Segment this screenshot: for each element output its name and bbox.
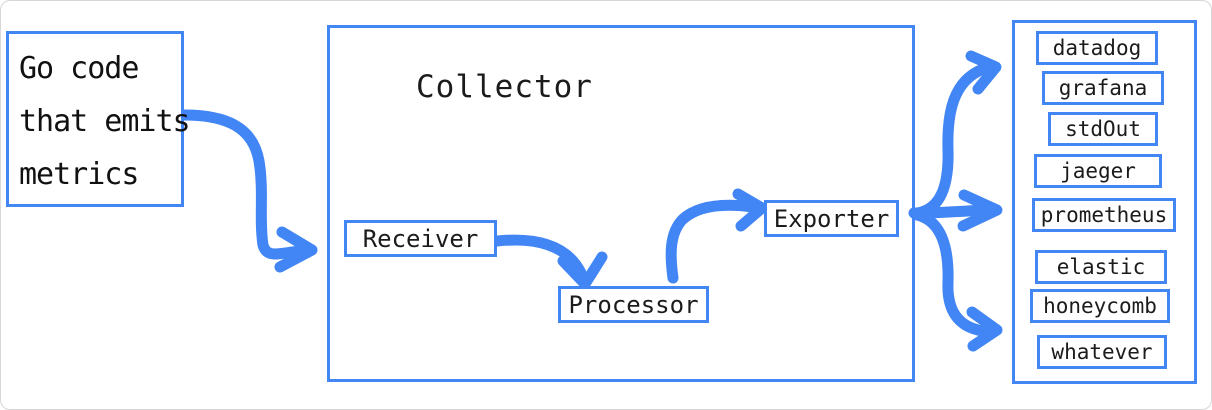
arrow-exporter-to-backends-lower: [911, 209, 1003, 352]
backend-label: stdOut: [1065, 117, 1141, 141]
go-code-source-box: Go code that emits metrics: [6, 31, 191, 207]
backend-item-whatever[interactable]: whatever: [1037, 335, 1167, 369]
backend-item-elastic[interactable]: elastic: [1035, 250, 1167, 284]
receiver-label: Receiver: [362, 224, 479, 253]
backend-label: honeycomb: [1043, 294, 1157, 318]
receiver-node[interactable]: Receiver: [344, 220, 497, 257]
backend-label: jaeger: [1060, 159, 1136, 183]
backend-item-jaeger[interactable]: jaeger: [1034, 154, 1162, 188]
collector-title: Collector: [416, 69, 593, 105]
source-line-1: Go code: [19, 51, 139, 86]
arrow-exporter-to-backends-middle: [908, 189, 1003, 232]
backend-item-prometheus[interactable]: prometheus: [1032, 198, 1176, 232]
processor-node[interactable]: Processor: [558, 286, 709, 323]
arrow-exporter-to-backends-upper: [911, 50, 1002, 219]
backend-label: whatever: [1051, 340, 1153, 364]
backend-item-grafana[interactable]: grafana: [1042, 71, 1164, 105]
arrow-source-to-collector: [178, 109, 318, 273]
backend-item-datadog[interactable]: datadog: [1036, 31, 1158, 65]
backend-label: grafana: [1058, 76, 1148, 100]
backend-item-stdout[interactable]: stdOut: [1048, 112, 1158, 146]
backend-item-honeycomb[interactable]: honeycomb: [1030, 289, 1170, 323]
exporter-label: Exporter: [773, 204, 890, 233]
processor-label: Processor: [568, 290, 699, 319]
source-line-3: metrics: [19, 157, 139, 192]
backend-label: elastic: [1056, 255, 1146, 279]
backend-label: datadog: [1052, 36, 1142, 60]
exporter-node[interactable]: Exporter: [764, 200, 899, 237]
source-line-2: that emits: [19, 104, 191, 139]
collector-container: [327, 25, 915, 382]
backends-container: [1012, 20, 1197, 384]
backend-label: prometheus: [1040, 203, 1168, 227]
